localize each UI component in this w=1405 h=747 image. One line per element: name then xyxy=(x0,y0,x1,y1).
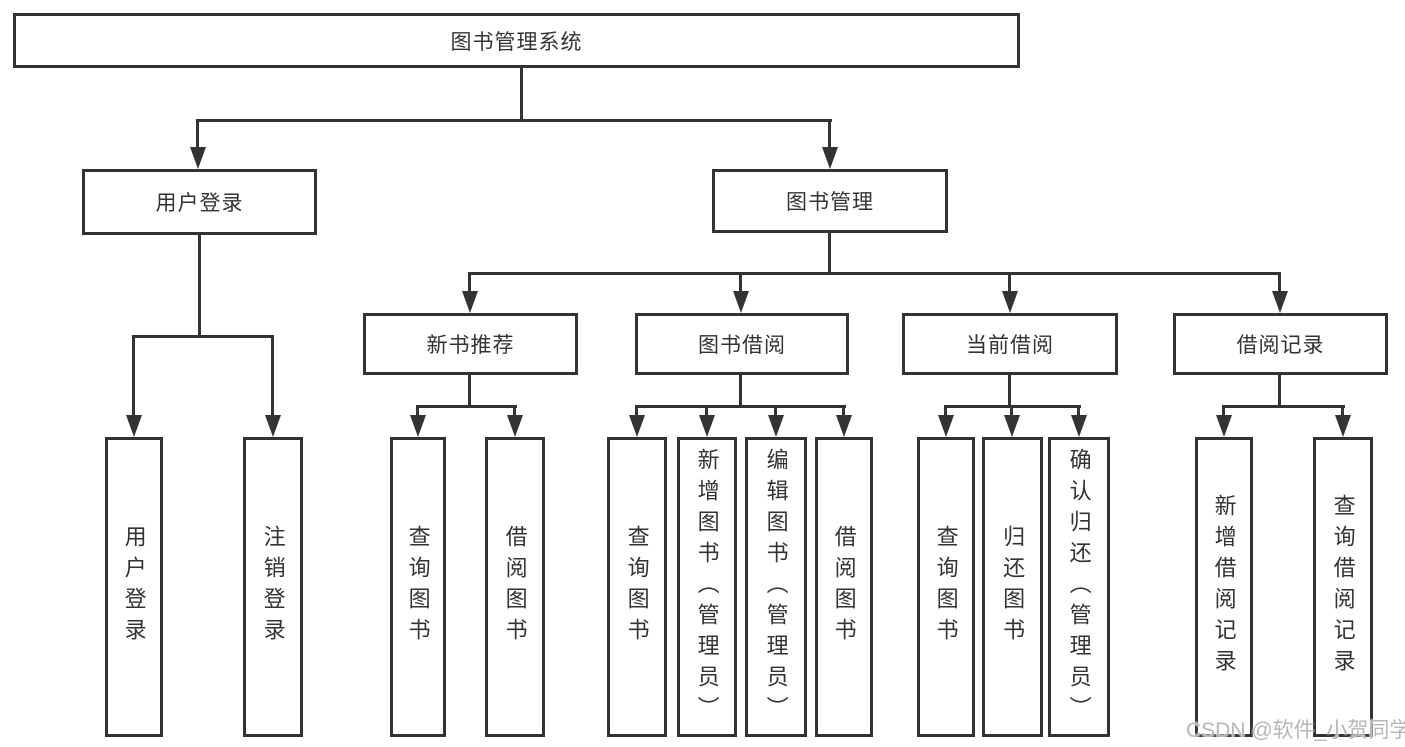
leaf-edit-books-admin: 编辑图书（管理员） xyxy=(745,437,807,737)
node-current-borrowing: 当前借阅 xyxy=(902,313,1118,375)
arrowhead-down-icon xyxy=(507,415,523,437)
node-label: 新书推荐 xyxy=(426,334,515,357)
leaf-label: 新增图书（管理员） xyxy=(694,447,720,727)
leaf-borrow-books: 借阅图书 xyxy=(485,437,545,737)
node-library-management-system: 图书管理系统 xyxy=(13,13,1020,68)
arrowhead-down-icon xyxy=(126,415,142,437)
connector-line xyxy=(132,335,135,417)
connector-line xyxy=(842,405,845,417)
leaf-query-books: 查询图书 xyxy=(390,437,446,737)
connector-line xyxy=(1010,405,1013,417)
connector-line xyxy=(1008,375,1011,405)
leaf-logout: 注销登录 xyxy=(243,437,303,737)
csdn-watermark: CSDN @软件_小贺同学 xyxy=(1186,719,1405,742)
connector-line xyxy=(196,119,832,122)
connector-line xyxy=(416,405,517,408)
arrowhead-down-icon xyxy=(1071,415,1087,437)
leaf-user-login: 用户登录 xyxy=(105,437,163,737)
arrowhead-down-icon xyxy=(836,415,852,437)
leaf-label: 注销登录 xyxy=(260,525,286,649)
arrowhead-down-icon xyxy=(938,415,954,437)
node-label: 用户登录 xyxy=(155,192,244,215)
leaf-label: 确认归还（管理员） xyxy=(1066,447,1092,727)
leaf-query-books: 查询图书 xyxy=(607,437,667,737)
leaf-add-books-admin: 新增图书（管理员） xyxy=(677,437,737,737)
node-label: 图书管理系统 xyxy=(450,30,583,54)
arrowhead-down-icon xyxy=(822,147,838,169)
arrowhead-down-icon xyxy=(190,147,206,169)
connector-line xyxy=(635,405,638,417)
leaf-query-books: 查询图书 xyxy=(917,437,975,737)
arrowhead-down-icon xyxy=(1335,415,1351,437)
connector-line xyxy=(828,119,831,149)
leaf-query-borrow-record: 查询借阅记录 xyxy=(1313,437,1373,737)
node-label: 借阅记录 xyxy=(1236,334,1325,357)
connector-line xyxy=(1278,375,1281,405)
node-user-login: 用户登录 xyxy=(82,169,317,235)
connector-line xyxy=(468,272,471,292)
connector-line xyxy=(739,375,742,405)
connector-line xyxy=(513,405,516,417)
connector-line xyxy=(132,335,274,338)
node-book-borrowing: 图书借阅 xyxy=(635,313,849,375)
leaf-label: 借阅图书 xyxy=(831,525,857,649)
connector-line xyxy=(705,405,708,417)
node-label: 图书借阅 xyxy=(698,334,786,357)
leaf-label: 用户登录 xyxy=(121,525,147,649)
arrowhead-down-icon xyxy=(699,415,715,437)
arrowhead-down-icon xyxy=(1272,291,1288,313)
leaf-borrow-books: 借阅图书 xyxy=(815,437,873,737)
leaf-label: 查询图书 xyxy=(405,525,431,649)
connector-line xyxy=(468,272,1281,275)
connector-line xyxy=(416,405,419,417)
arrowhead-down-icon xyxy=(1216,415,1232,437)
arrowhead-down-icon xyxy=(1002,291,1018,313)
leaf-label: 借阅图书 xyxy=(502,525,528,649)
connector-line xyxy=(1278,272,1281,292)
leaf-label: 编辑图书（管理员） xyxy=(763,447,789,727)
connector-line xyxy=(1222,405,1345,408)
connector-line xyxy=(739,272,742,292)
node-label: 图书管理 xyxy=(786,191,874,214)
leaf-label: 查询借阅记录 xyxy=(1330,494,1356,680)
node-new-book-recommendation: 新书推荐 xyxy=(363,313,578,375)
connector-line xyxy=(271,335,274,417)
connector-line xyxy=(196,119,199,149)
node-borrowing-records: 借阅记录 xyxy=(1173,313,1388,375)
arrowhead-down-icon xyxy=(733,291,749,313)
leaf-label: 查询图书 xyxy=(624,525,650,649)
leaf-add-borrow-record: 新增借阅记录 xyxy=(1195,437,1253,737)
node-book-management: 图书管理 xyxy=(712,169,948,233)
connector-line xyxy=(828,233,831,272)
leaf-return-books: 归还图书 xyxy=(982,437,1043,737)
connector-line xyxy=(1077,405,1080,417)
leaf-confirm-return-admin: 确认归还（管理员） xyxy=(1048,437,1110,737)
arrowhead-down-icon xyxy=(768,415,784,437)
arrowhead-down-icon xyxy=(410,415,426,437)
arrowhead-down-icon xyxy=(462,291,478,313)
connector-line xyxy=(468,375,471,405)
connector-line xyxy=(635,405,846,408)
connector-line xyxy=(944,405,947,417)
connector-line xyxy=(774,405,777,417)
connector-line xyxy=(1008,272,1011,292)
leaf-label: 归还图书 xyxy=(1000,525,1026,649)
node-label: 当前借阅 xyxy=(966,334,1054,357)
arrowhead-down-icon xyxy=(1004,415,1020,437)
leaf-label: 查询图书 xyxy=(933,525,959,649)
connector-line xyxy=(1341,405,1344,417)
connector-line xyxy=(520,68,523,121)
connector-line xyxy=(1222,405,1225,417)
connector-line xyxy=(198,235,201,335)
arrowhead-down-icon xyxy=(265,415,281,437)
leaf-label: 新增借阅记录 xyxy=(1211,494,1237,680)
arrowhead-down-icon xyxy=(629,415,645,437)
